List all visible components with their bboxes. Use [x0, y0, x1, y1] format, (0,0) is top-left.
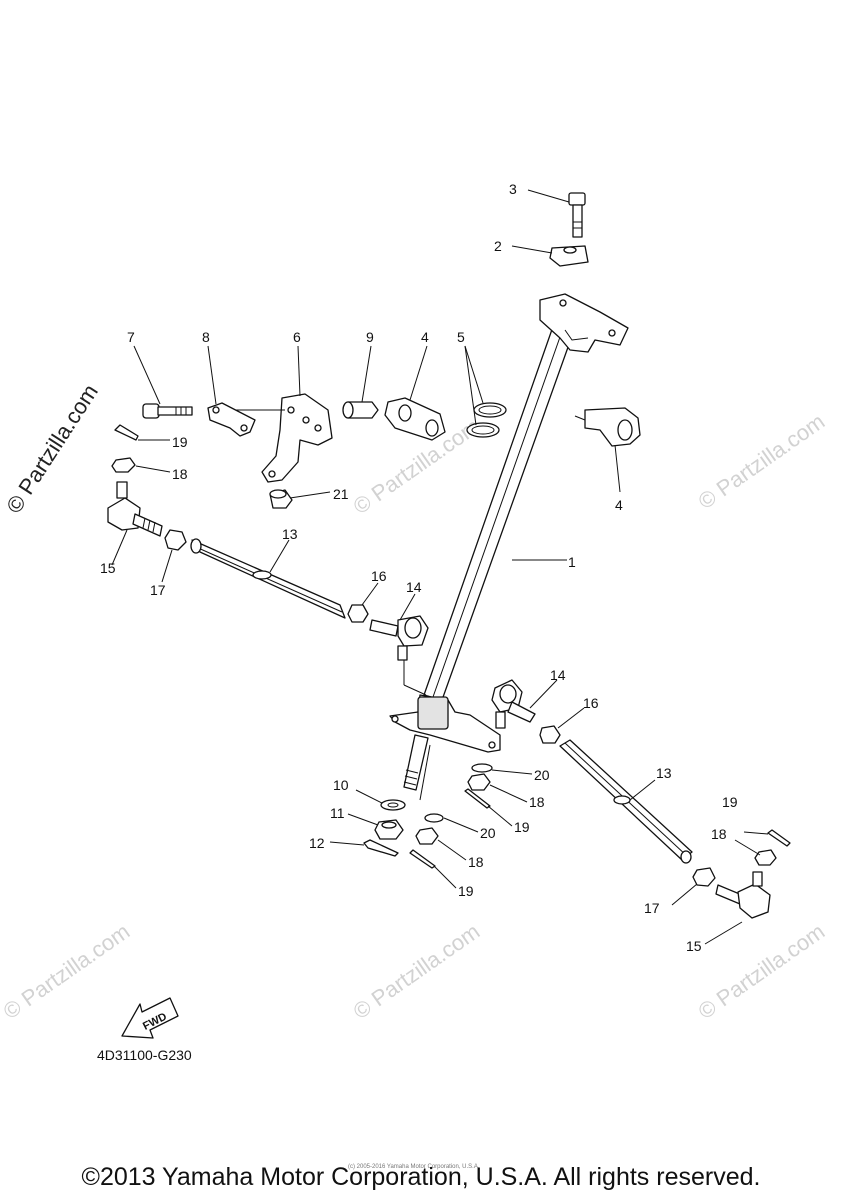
watermark: © Partzilla.com	[349, 919, 485, 1025]
callout-18: 18	[468, 854, 484, 870]
callout-17: 17	[644, 900, 660, 916]
cotter-pin-part-12	[363, 839, 399, 857]
callout-11: 11	[330, 805, 345, 821]
tie-rod-end-part-15-right	[715, 871, 771, 919]
leader-lines	[111, 189, 769, 945]
callout-18: 18	[172, 466, 188, 482]
fwd-arrow-icon: FWD	[121, 997, 179, 1039]
nut-part-17-right	[692, 867, 716, 887]
callout-4: 4	[615, 497, 623, 513]
clip-part-8	[207, 402, 256, 437]
copyright-footer: ©2013 Yamaha Motor Corporation, U.S.A. A…	[81, 1163, 761, 1191]
castle-nut-part-18	[111, 457, 136, 473]
circlip-part-5	[466, 402, 507, 438]
watermark: © Partzilla.com	[694, 919, 830, 1025]
callout-19: 19	[172, 434, 188, 450]
callout-18: 18	[529, 794, 545, 810]
callout-21: 21	[333, 486, 349, 502]
callout-12: 12	[309, 835, 325, 851]
holder-part-2	[549, 245, 589, 267]
callout-14: 14	[550, 667, 566, 683]
callout-9: 9	[366, 329, 374, 345]
small-copyright: (c) 2005-2016 Yamaha Motor Corporation, …	[348, 1164, 480, 1170]
callout-15: 15	[686, 938, 702, 954]
washer-part-10	[380, 799, 406, 811]
callout-20: 20	[480, 825, 496, 841]
callout-19: 19	[722, 794, 738, 810]
nut-part-16	[347, 604, 369, 623]
callout-labels: 1 2 3 4 4 5 6 7 8 9 10 11 12 13 13 14 14…	[100, 181, 738, 954]
callout-7: 7	[127, 329, 135, 345]
callout-2: 2	[494, 238, 502, 254]
cotter-pin-part-19-center	[409, 788, 491, 869]
cotter-pin-part-19-right	[767, 829, 791, 847]
grommet-part-21	[269, 489, 293, 509]
bolt-part-7	[142, 403, 193, 419]
callout-13: 13	[282, 526, 298, 542]
callout-8: 8	[202, 329, 210, 345]
callout-1: 1	[568, 554, 576, 570]
castle-nut-part-18-center	[415, 773, 491, 845]
drawing-code: 4D31100-G230	[97, 1047, 192, 1063]
bushing-part-4	[584, 407, 641, 447]
watermarks: © Partzilla.com © Partzilla.com © Partzi…	[0, 380, 829, 1024]
callout-14: 14	[406, 579, 422, 595]
callout-16: 16	[371, 568, 387, 584]
callout-20: 20	[534, 767, 550, 783]
bolt-part-3	[568, 192, 586, 238]
callout-19: 19	[458, 883, 474, 899]
tie-rod-end-part-15	[107, 481, 163, 537]
watermark-primary: © Partzilla.com	[1, 380, 103, 518]
callout-3: 3	[509, 181, 517, 197]
watermark: © Partzilla.com	[0, 919, 134, 1025]
tie-rod-end-part-14-lower	[491, 679, 536, 729]
tie-rod-end-part-14	[369, 615, 429, 661]
nut-part-16-lower	[539, 725, 561, 744]
bushing-part-4-left	[384, 397, 446, 441]
callout-5: 5	[457, 329, 465, 345]
callout-4: 4	[421, 329, 429, 345]
callout-10: 10	[333, 777, 349, 793]
watermark: © Partzilla.com	[694, 409, 830, 515]
callout-18: 18	[711, 826, 727, 842]
nut-part-17	[164, 529, 187, 551]
collar-part-9	[342, 401, 379, 419]
callout-16: 16	[583, 695, 599, 711]
castle-nut-part-18-right	[754, 849, 777, 866]
callout-17: 17	[150, 582, 166, 598]
callout-13: 13	[656, 765, 672, 781]
bracket-part-6	[261, 393, 333, 483]
washer-part-20	[424, 763, 493, 823]
steering-column-part	[389, 293, 629, 801]
nut-part-11	[374, 819, 404, 840]
tie-rod-part-13-lower	[559, 739, 693, 864]
callout-6: 6	[293, 329, 301, 345]
callout-19: 19	[514, 819, 530, 835]
tie-rod-part-13	[190, 538, 346, 619]
callout-15: 15	[100, 560, 116, 576]
cotter-pin-part-19	[114, 424, 139, 441]
